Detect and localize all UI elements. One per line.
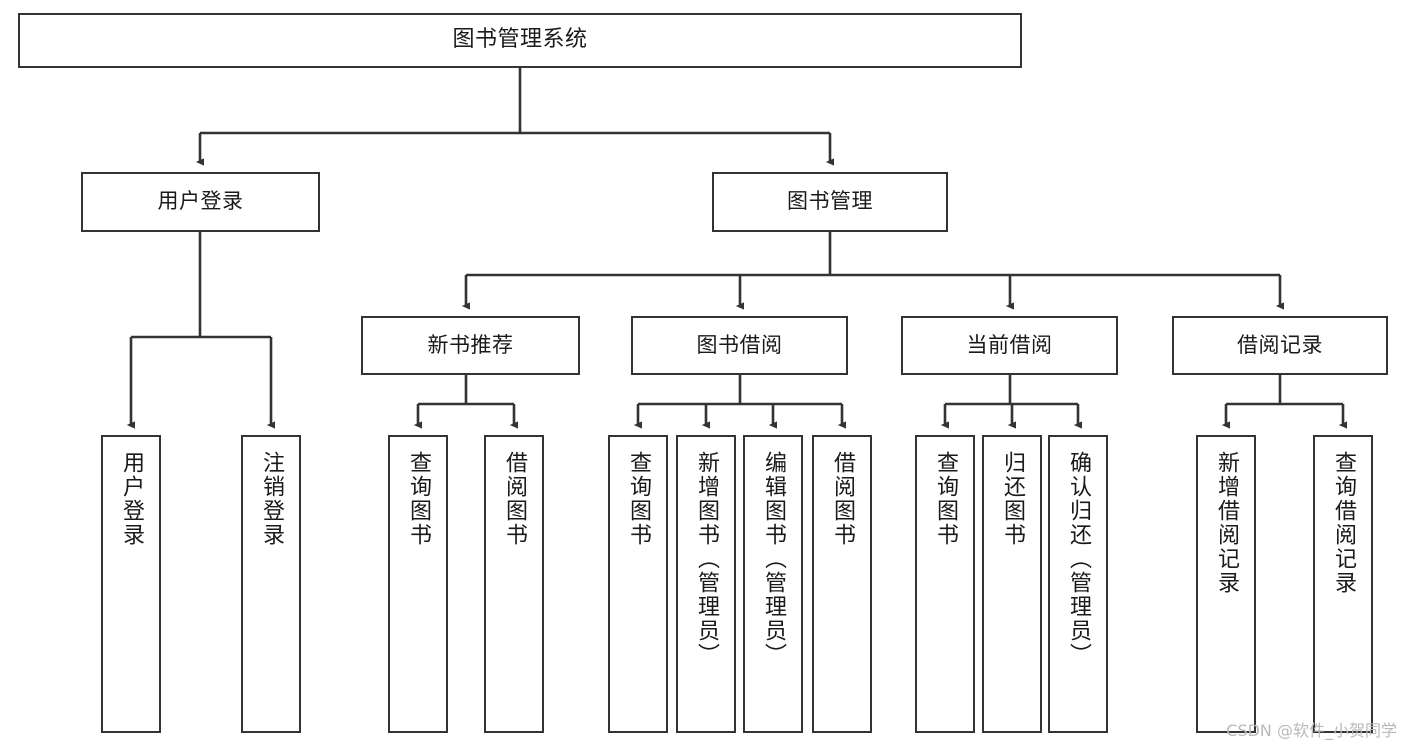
node-leaf-query-book-borrow[interactable]: 查询图书 <box>608 435 668 733</box>
node-label: 查询借阅记录 <box>1331 451 1356 595</box>
node-current-borrow[interactable]: 当前借阅 <box>901 316 1118 375</box>
node-label: 查询图书 <box>933 451 958 547</box>
node-label: 编辑图书（管理员） <box>761 451 786 667</box>
csdn-watermark: CSDN @软件_小贺同学 <box>1226 721 1397 740</box>
node-label: 图书借阅 <box>696 332 783 357</box>
node-label: 确认归还（管理员） <box>1066 451 1091 667</box>
node-root-system[interactable]: 图书管理系统 <box>18 13 1022 68</box>
node-label: 注销登录 <box>259 451 284 547</box>
node-leaf-add-book[interactable]: 新增图书（管理员） <box>676 435 736 733</box>
node-label: 用户登录 <box>157 189 244 214</box>
node-leaf-confirm-return[interactable]: 确认归还（管理员） <box>1048 435 1108 733</box>
node-user-login[interactable]: 用户登录 <box>81 172 320 232</box>
node-label: 查询图书 <box>406 451 431 547</box>
node-leaf-user-logout[interactable]: 注销登录 <box>241 435 301 733</box>
node-book-management[interactable]: 图书管理 <box>712 172 948 232</box>
node-label: 借阅图书 <box>502 451 527 547</box>
node-label: 借阅图书 <box>830 451 855 547</box>
node-leaf-borrow-book-recommend[interactable]: 借阅图书 <box>484 435 544 733</box>
node-leaf-borrow-book[interactable]: 借阅图书 <box>812 435 872 733</box>
node-label: 图书管理 <box>787 189 873 214</box>
node-label: 新书推荐 <box>427 332 514 357</box>
node-leaf-query-book-current[interactable]: 查询图书 <box>915 435 975 733</box>
node-label: 用户登录 <box>119 451 144 547</box>
node-leaf-return-book[interactable]: 归还图书 <box>982 435 1042 733</box>
node-leaf-add-borrow-record[interactable]: 新增借阅记录 <box>1196 435 1256 733</box>
node-label: 当前借阅 <box>966 332 1053 357</box>
node-label: 新增借阅记录 <box>1214 451 1239 595</box>
node-book-borrow[interactable]: 图书借阅 <box>631 316 848 375</box>
node-leaf-query-book-recommend[interactable]: 查询图书 <box>388 435 448 733</box>
node-label: 图书管理系统 <box>452 27 588 53</box>
node-label: 新增图书（管理员） <box>694 451 719 667</box>
node-label: 借阅记录 <box>1237 332 1323 357</box>
node-label: 归还图书 <box>1000 451 1025 547</box>
node-new-book-recommend[interactable]: 新书推荐 <box>361 316 580 375</box>
node-leaf-edit-book[interactable]: 编辑图书（管理员） <box>743 435 803 733</box>
node-label: 查询图书 <box>626 451 651 547</box>
node-leaf-query-borrow-record[interactable]: 查询借阅记录 <box>1313 435 1373 733</box>
node-borrow-record[interactable]: 借阅记录 <box>1172 316 1388 375</box>
node-leaf-user-login[interactable]: 用户登录 <box>101 435 161 733</box>
